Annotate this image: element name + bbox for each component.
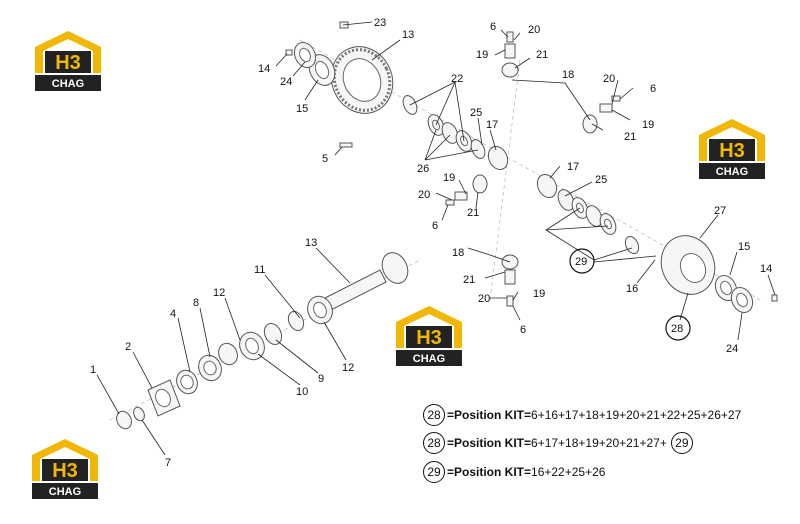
kit-label: =Position KIT=	[447, 465, 532, 479]
callout-13: 13	[305, 237, 317, 249]
svg-text:H3: H3	[55, 52, 81, 74]
callout-6: 6	[432, 220, 438, 232]
callout-12: 12	[213, 287, 225, 299]
h3-chag-logo: H3 CHAG	[32, 439, 98, 499]
callout-5: 5	[322, 153, 328, 165]
callout-14: 14	[258, 63, 270, 75]
callout-19: 19	[476, 49, 488, 61]
callout-28: 28	[671, 323, 683, 335]
ring-gear-top	[330, 46, 394, 114]
callout-11: 11	[254, 264, 265, 276]
h3-chag-logo: H3 CHAG	[35, 31, 101, 91]
callout-7: 7	[165, 457, 171, 469]
callout-circle-29	[569, 248, 595, 274]
callout-12: 12	[342, 362, 354, 374]
callout-6: 6	[520, 324, 526, 336]
callout-20: 20	[603, 73, 615, 85]
svg-text:CHAG: CHAG	[413, 353, 445, 365]
callout-19: 19	[443, 172, 455, 184]
callout-24: 24	[280, 76, 292, 88]
callout-6: 6	[650, 83, 656, 95]
kit-tail-circle: 29	[670, 432, 693, 454]
kit-circle: 29	[423, 461, 445, 483]
right-assembly	[536, 173, 778, 314]
svg-text:H3: H3	[52, 460, 78, 482]
callout-15: 15	[738, 241, 750, 253]
callout-21: 21	[624, 131, 636, 143]
callout-17: 17	[567, 161, 579, 173]
callout-17: 17	[486, 119, 498, 131]
callout-22: 22	[451, 73, 463, 85]
callout-2: 2	[125, 341, 131, 353]
h3-chag-logo: H3 CHAG	[396, 306, 462, 366]
screw-14-top	[285, 49, 293, 56]
svg-text:H3: H3	[719, 140, 745, 162]
callout-9: 9	[318, 373, 324, 385]
kit-circle: 28	[423, 432, 445, 454]
svg-text:CHAG: CHAG	[49, 486, 81, 498]
callout-25: 25	[470, 107, 482, 119]
svg-text:CHAG: CHAG	[716, 166, 748, 178]
callout-4: 4	[170, 308, 176, 320]
callout-20: 20	[478, 293, 490, 305]
side-gear-17	[487, 145, 509, 171]
callout-29: 29	[575, 256, 587, 268]
callout-26: 26	[417, 163, 429, 175]
leader-lines	[96, 21, 776, 456]
callout-10: 10	[296, 386, 308, 398]
kit-row-3: 29 =Position KIT= 16+22+25+26	[423, 461, 605, 483]
callout-16: 16	[626, 283, 638, 295]
callout-19: 19	[533, 288, 545, 300]
kit-row-1: 28 =Position KIT= 6+16+17+18+19+20+21+22…	[423, 404, 741, 426]
spider-left	[445, 174, 519, 307]
callout-1: 1	[90, 364, 96, 376]
svg-text:H3: H3	[416, 327, 442, 349]
kit-parts: 6+16+17+18+19+20+21+22+25+26+27	[531, 408, 742, 422]
kit-parts: 16+22+25+26	[531, 465, 606, 479]
callout-20: 20	[418, 189, 430, 201]
kit-row-2: 28 =Position KIT= 6+17+18+19+20+21+27+ 2…	[423, 432, 695, 454]
callout-27: 27	[714, 205, 726, 217]
callout-25: 25	[595, 174, 607, 186]
callout-20: 20	[528, 24, 540, 36]
callout-circle-28	[665, 315, 691, 341]
callout-24: 24	[726, 343, 738, 355]
pinion-assembly	[116, 252, 409, 430]
callout-23: 23	[374, 17, 386, 29]
callout-13: 13	[402, 29, 414, 41]
callout-21: 21	[536, 49, 548, 61]
callout-19: 19	[642, 119, 654, 131]
screw-5	[339, 142, 353, 148]
callout-18: 18	[562, 69, 574, 81]
h3-chag-logo: H3 CHAG	[699, 119, 765, 179]
callout-6: 6	[490, 21, 496, 33]
callout-14: 14	[760, 263, 772, 275]
callout-15: 15	[296, 103, 308, 115]
callout-21: 21	[463, 274, 475, 286]
kit-parts: 6+17+18+19+20+21+27+	[531, 436, 667, 450]
callout-18: 18	[452, 247, 464, 259]
kit-label: =Position KIT=	[447, 408, 532, 422]
kit-circle: 28	[423, 404, 445, 426]
svg-text:CHAG: CHAG	[52, 78, 84, 90]
callout-21: 21	[467, 207, 479, 219]
callout-8: 8	[193, 297, 199, 309]
callout-labels: 23 13 14 24 15 22 25 26 17 5 6 20 19 21 …	[90, 17, 772, 469]
spider-top	[501, 31, 621, 134]
kit-label: =Position KIT=	[447, 436, 532, 450]
